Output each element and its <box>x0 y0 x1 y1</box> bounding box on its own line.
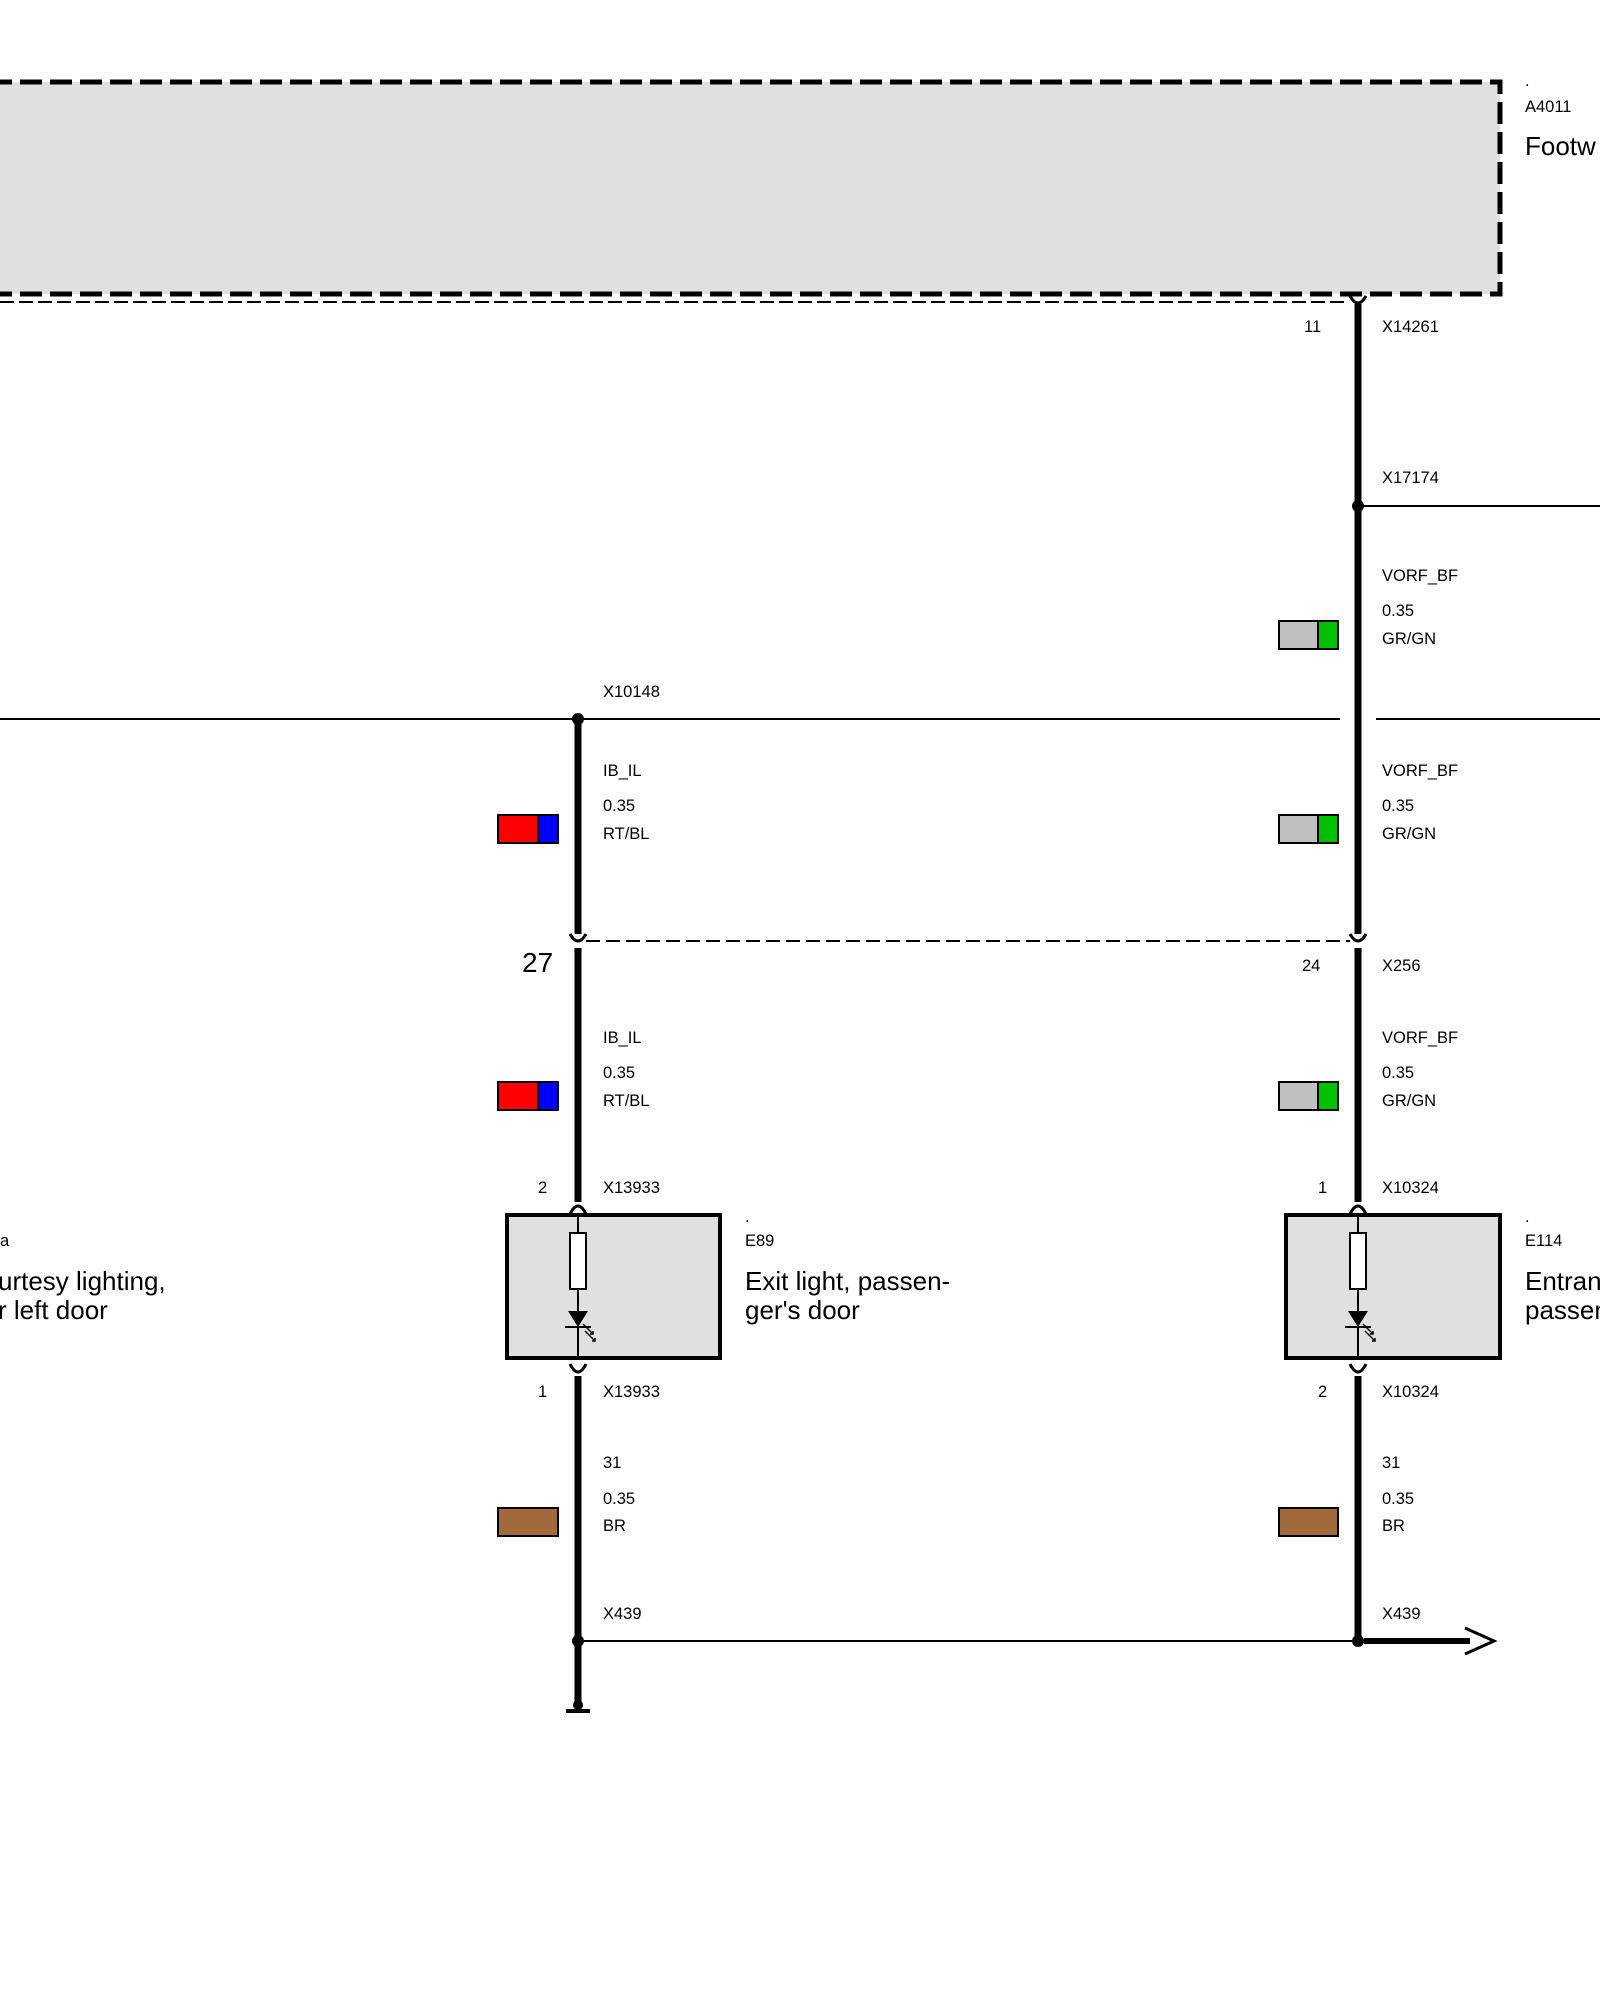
e114-resistor-icon <box>1349 1232 1367 1290</box>
right-seg2-color: GR/GN <box>1382 825 1436 843</box>
footwell-module: . A4011 Footw <box>0 72 1596 303</box>
right-seg1-size: 0.35 <box>1382 602 1414 620</box>
right-seg2-size: 0.35 <box>1382 797 1414 815</box>
right-seg4-size: 0.35 <box>1382 1490 1414 1508</box>
right-seg2-swatch <box>1278 814 1339 844</box>
right-seg1-swatch <box>1278 620 1339 650</box>
left-wire: X10148 IB_IL 0.35 RT/BL 27 IB_IL 0.35 RT… <box>497 683 660 1713</box>
left-splice: X10148 <box>603 683 660 701</box>
left-wire-connector-in <box>568 1204 588 1215</box>
left-seg2-swatch <box>497 1081 559 1111</box>
ground-dot-right <box>1352 1635 1364 1647</box>
e89-name-line1: Exit light, passen- <box>745 1266 950 1296</box>
left-seg1-size: 0.35 <box>603 797 635 815</box>
left-component-label: a urtesy lighting, r left door <box>0 1232 166 1325</box>
left-seg3-color: BR <box>603 1517 626 1535</box>
e114-dot: . <box>1525 1208 1530 1226</box>
ground-end-dot <box>573 1700 583 1710</box>
footwell-module-box <box>0 82 1500 294</box>
right-seg3-color: GR/GN <box>1382 1092 1436 1110</box>
left-seg3-swatch <box>497 1507 559 1537</box>
left-wire-connector-out <box>568 1363 588 1374</box>
left-seg2-size: 0.35 <box>603 1064 635 1082</box>
e114-name-line2: passen <box>1525 1295 1600 1325</box>
right-conn-in: X10324 <box>1382 1179 1439 1197</box>
right-pin-mid: 24 <box>1302 957 1320 975</box>
e114-box <box>1284 1213 1502 1360</box>
right-seg3-size: 0.35 <box>1382 1064 1414 1082</box>
right-seg2-signal: VORF_BF <box>1382 762 1458 780</box>
footwell-module-code: A4011 <box>1525 98 1572 116</box>
e114-entrance-light: . E114 Entran passen <box>1284 1208 1600 1360</box>
left-component-line1: urtesy lighting, <box>0 1266 166 1296</box>
splice-dot-x17174 <box>1352 500 1364 512</box>
left-wire-connector-mid <box>568 933 588 943</box>
e89-name-line2: ger's door <box>745 1295 860 1325</box>
right-seg1-signal: VORF_BF <box>1382 567 1458 585</box>
right-wire-connector-out <box>1348 1363 1368 1374</box>
right-seg4-color: BR <box>1382 1517 1405 1535</box>
left-seg3-size: 0.35 <box>603 1490 635 1508</box>
left-pin-out: 1 <box>538 1383 547 1401</box>
e114-led-icon <box>1345 1311 1376 1342</box>
right-conn-out: X10324 <box>1382 1383 1439 1401</box>
left-component-line2: r left door <box>0 1295 108 1325</box>
right-wire-connector-mid <box>1348 933 1368 943</box>
left-component-dot: a <box>0 1232 10 1250</box>
e89-resistor-icon <box>569 1232 587 1290</box>
e89-box <box>505 1213 722 1360</box>
right-wire: 11 X14261 X17174 VORF_BF 0.35 GR/GN VORF… <box>1278 295 1498 1656</box>
left-seg1-color: RT/BL <box>603 825 649 843</box>
right-pin-out: 2 <box>1318 1383 1327 1401</box>
ground-arrow-icon <box>1464 1626 1498 1656</box>
right-connector-top: X14261 <box>1382 318 1439 336</box>
right-splice-1: X17174 <box>1382 469 1439 487</box>
ground-dot-left <box>572 1635 584 1647</box>
right-seg4-swatch <box>1278 1507 1339 1537</box>
right-pin-top: 11 <box>1304 318 1321 336</box>
e89-led-icon <box>565 1311 596 1342</box>
e89-dot: . <box>745 1208 750 1226</box>
footwell-module-name: Footw <box>1525 131 1596 161</box>
left-seg2-color: RT/BL <box>603 1092 649 1110</box>
left-seg3-signal: 31 <box>603 1454 621 1472</box>
footwell-module-dot: . <box>1525 72 1530 90</box>
right-wire-connector-in <box>1348 1204 1368 1215</box>
e114-name-line1: Entran <box>1525 1266 1600 1296</box>
right-connector-mid: X256 <box>1382 957 1421 975</box>
e89-code: E89 <box>745 1232 774 1250</box>
right-seg3-swatch <box>1278 1081 1339 1111</box>
left-seg1-swatch <box>497 814 559 844</box>
right-ground-label: X439 <box>1382 1605 1421 1623</box>
left-seg2-signal: IB_IL <box>603 1029 642 1047</box>
right-pin-in: 1 <box>1318 1179 1327 1197</box>
left-seg1-signal: IB_IL <box>603 762 642 780</box>
right-seg3-signal: VORF_BF <box>1382 1029 1458 1047</box>
left-ground-label: X439 <box>603 1605 642 1623</box>
e114-code: E114 <box>1525 1232 1562 1250</box>
splice-dot-x10148 <box>572 713 584 725</box>
left-conn-out: X13933 <box>603 1383 660 1401</box>
e89-exit-light: . E89 Exit light, passen- ger's door <box>505 1208 950 1360</box>
right-seg1-color: GR/GN <box>1382 630 1436 648</box>
left-conn-in: X13933 <box>603 1179 660 1197</box>
footwell-module-border <box>0 79 1503 297</box>
right-wire-connector-top <box>1348 295 1368 305</box>
right-seg4-signal: 31 <box>1382 1454 1400 1472</box>
left-pin-in: 2 <box>538 1179 547 1197</box>
left-pin-mid: 27 <box>522 947 553 978</box>
